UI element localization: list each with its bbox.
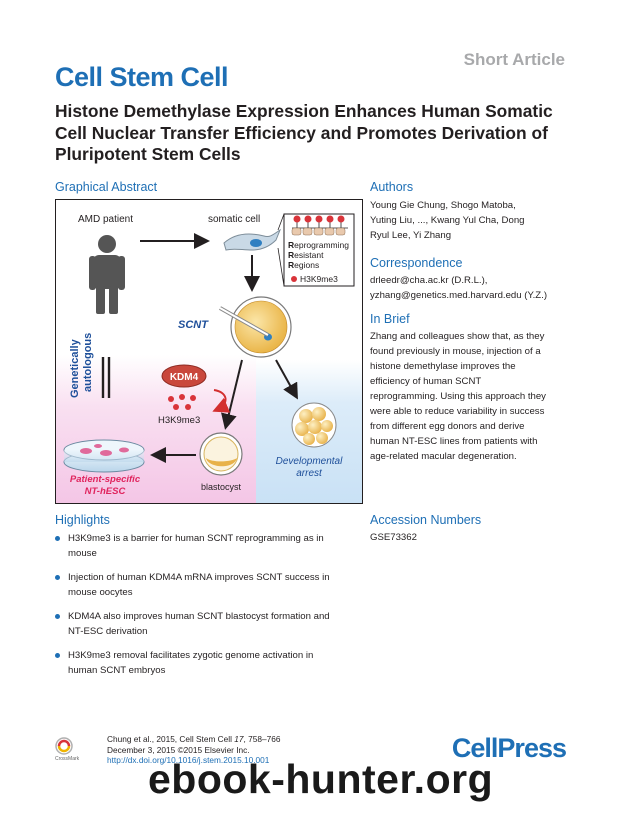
crossmark-icon[interactable] [55,737,73,755]
in-brief-line: were able to reduce variability in succe… [370,406,545,417]
authors-line: Young Gie Chung, Shogo Matoba, [370,200,516,211]
blastocyst-icon [199,432,243,476]
article-title: Histone Demethylase Expression Enhances … [55,101,553,164]
arrow-oocyte-to-arrest [275,359,298,400]
citation-line: Chung et al., 2015, Cell Stem Cell 17, 7… [107,734,281,744]
micropipette-icon [219,306,269,337]
authors-line: Ryul Lee, Yi Zhang [370,230,452,241]
somatic-cell-icon [223,228,282,251]
developmental-label: Developmental [276,456,343,467]
highlight-item: H3K9me3 is a barrier for human SCNT repr… [55,531,368,561]
journal-logo[interactable]: Cell Stem Cell [55,62,229,92]
genetically-label: Genetically [69,338,81,398]
patient-specific-label: Patient-specific [70,474,141,485]
citation-block: Chung et al., 2015, Cell Stem Cell 17, 7… [107,734,367,766]
zoom-line-bottom [277,247,285,287]
highlight-line: NT-ESC derivation [68,626,148,637]
accession-heading: Accession Numbers [370,513,482,527]
in-brief-line: histone demethylase improves the [370,361,516,372]
highlight-line: H3K9me3 removal facilitates zygotic geno… [68,650,314,661]
correspondence-heading: Correspondence [370,256,463,270]
arrow-oocyte-to-blastocyst [221,359,243,430]
email-link[interactable]: yzhang@genetics.med.harvard.edu (Y.Z.) [370,290,548,301]
petri-dish-icon [63,439,145,473]
kdm4-label: KDM4 [170,372,199,383]
somatic-cell-label: somatic cell [208,214,260,225]
date-line: December 3, 2015 ©2015 Elsevier Inc. [107,744,250,755]
arrested-embryo-icon [291,402,337,448]
highlight-item: Injection of human KDM4A mRNA improves S… [55,570,368,600]
in-brief-line: human NT-ESC lines from patients with [370,436,538,447]
blastocyst-label: blastocyst [201,482,242,492]
in-brief-line: from different egg donors and derive [370,421,525,432]
authors-heading: Authors [370,180,414,194]
bullet-icon [55,536,60,541]
volume-number: 17 [234,734,244,744]
highlight-line: H3K9me3 is a barrier for human SCNT repr… [68,533,324,544]
doi-link[interactable]: http://dx.doi.org/10.1016/j.stem.2015.10… [107,755,270,765]
scnt-label: SCNT [178,319,209,331]
highlight-line: KDM4A also improves human SCNT blastocys… [68,611,330,622]
rrr-line-1: Reprogramming [288,240,349,250]
highlight-line: mouse oocytes [68,587,133,598]
patient-silhouette-icon [89,235,125,314]
h3k9me3-legend-dot [291,276,297,282]
kdm4-enzyme-icon: KDM4 [161,364,207,388]
crossmark-label: CrossMark [55,756,80,762]
bullet-icon [55,653,60,658]
graphical-abstract-heading: Graphical Abstract [55,180,158,194]
h3k9me3-legend-label: H3K9me3 [300,274,338,284]
authors-line: Yuting Liu, ..., Kwang Yul Cha, Dong [370,215,525,226]
oocyte-icon [230,296,292,358]
accession-number[interactable]: GSE73362 [370,532,417,543]
correspondence-emails: drleedr@cha.ac.kr (D.R.L.), yzhang@genet… [370,273,600,303]
highlights-heading: Highlights [55,513,110,527]
authors-list: Young Gie Chung, Shogo Matoba, Yuting Li… [370,198,590,243]
arrest-label: arrest [296,468,323,479]
h3k9me3-label: H3K9me3 [158,415,200,426]
h3k9me3-marks-icon [168,394,196,410]
in-brief-line: efficiency of human SCNT [370,376,482,387]
autologous-label: autologous [82,333,94,392]
amd-patient-label: AMD patient [78,214,133,225]
in-brief-line: age-related macular degeneration. [370,451,517,462]
in-brief-line: Zhang and colleagues show that, as they [370,331,545,342]
highlight-item: H3K9me3 removal facilitates zygotic geno… [55,648,368,678]
in-brief-text: Zhang and colleagues show that, as they … [370,329,600,464]
graphical-abstract-figure: AMD patient somatic cell [55,199,363,504]
bullet-icon [55,575,60,580]
article-type-label: Short Article [463,50,565,69]
in-brief-line: reprogramming. Using this approach they [370,391,546,402]
kdm4-red-arrow [212,389,231,413]
highlight-line: mouse [68,548,97,559]
in-brief-heading: In Brief [370,312,410,326]
rrr-line-3: Regions [288,260,319,270]
watermark-text: ebook-hunter.org [148,756,494,802]
highlight-line: Injection of human KDM4A mRNA improves S… [68,572,330,583]
highlight-line: human SCNT embryos [68,665,166,676]
cellpress-logo[interactable]: CellPress [451,733,567,763]
highlights-list: H3K9me3 is a barrier for human SCNT repr… [55,531,365,691]
nt-hesc-label: NT-hESC [85,486,126,497]
in-brief-line: found previously in mouse, injection of … [370,346,541,357]
bullet-icon [55,614,60,619]
highlight-item: KDM4A also improves human SCNT blastocys… [55,609,368,639]
zoom-line-top [277,213,285,231]
rrr-line-2: Resistant [288,250,324,260]
email-link[interactable]: drleedr@cha.ac.kr (D.R.L.), [370,275,488,286]
chromatin-nucleosomes-icon [291,215,348,236]
